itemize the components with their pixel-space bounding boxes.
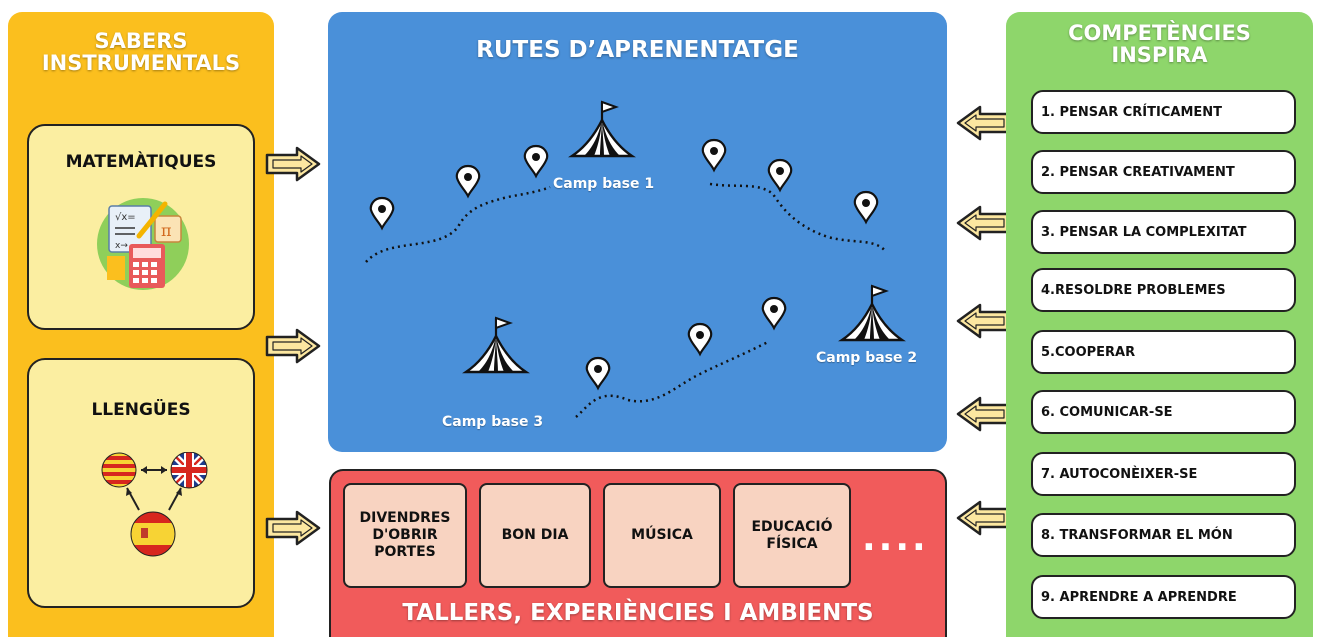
svg-text:x→: x→ <box>115 241 128 251</box>
language-flags-icon <box>101 452 208 557</box>
arrow-right-icon <box>265 510 321 546</box>
arrow-left-icon <box>956 396 1012 432</box>
competence-item: 3. PENSAR LA COMPLEXITAT <box>1031 210 1296 254</box>
camp-tent-icon <box>570 100 634 158</box>
map-pin-icon <box>761 296 787 330</box>
camp-label-3: Camp base 3 <box>442 414 544 430</box>
title-line-1: SABERS <box>94 29 188 53</box>
trail-path <box>365 185 551 263</box>
routes-map <box>365 100 904 418</box>
competence-item: 1. PENSAR CRÍTICAMENT <box>1031 90 1296 134</box>
competence-item: 7. AUTOCONÈIXER-SE <box>1031 452 1296 496</box>
math-box: MATEMÀTIQUES √x= x→ π <box>27 124 255 330</box>
instrumental-knowledge-title: SABERS INSTRUMENTALS <box>8 30 274 74</box>
workshop-label: PORTES <box>374 543 436 560</box>
competence-item: 5.COOPERAR <box>1031 330 1296 374</box>
competence-item: 4.RESOLDRE PROBLEMES <box>1031 268 1296 312</box>
workshops-panel: DIVENDRES D'OBRIR PORTES BON DIA MÚSICA … <box>329 469 947 637</box>
workshop-label: BON DIA <box>501 527 569 544</box>
competences-title: COMPETÈNCIES INSPIRA <box>1006 22 1313 66</box>
languages-label: LLENGÜES <box>91 400 191 420</box>
workshop-label: EDUCACIÓ <box>751 518 833 535</box>
map-pin-icon <box>853 190 879 224</box>
arrow-left-icon <box>956 205 1012 241</box>
workshop-label: FÍSICA <box>766 535 818 552</box>
map-pin-icon <box>523 144 549 178</box>
arrow-left-icon <box>956 303 1012 339</box>
competence-item: 9. APRENDRE A APRENDRE <box>1031 575 1296 619</box>
map-pin-icon <box>585 356 611 390</box>
camp-tent-icon <box>840 284 904 342</box>
math-label: MATEMÀTIQUES <box>65 152 217 172</box>
competence-item: 6. COMUNICAR-SE <box>1031 390 1296 434</box>
map-pin-icon <box>369 196 395 230</box>
competences-panel: COMPETÈNCIES INSPIRA 1. PENSAR CRÍTICAME… <box>1006 12 1313 637</box>
workshop-card: BON DIA <box>479 483 591 588</box>
camp-label-2: Camp base 2 <box>816 350 918 366</box>
map-pin-icon <box>687 322 713 356</box>
svg-text:π: π <box>161 221 172 240</box>
workshop-label: MÚSICA <box>631 527 693 544</box>
workshop-card: DIVENDRES D'OBRIR PORTES <box>343 483 467 588</box>
map-pin-icon <box>767 158 793 192</box>
camp-label-1: Camp base 1 <box>553 176 655 192</box>
workshop-label: D'OBRIR <box>372 527 438 544</box>
title-line-1: COMPETÈNCIES <box>1068 21 1251 45</box>
instrumental-knowledge-panel: SABERS INSTRUMENTALS MATEMÀTIQUES √x= x→… <box>8 12 274 637</box>
arrow-right-icon <box>265 328 321 364</box>
competence-item: 2. PENSAR CREATIVAMENT <box>1031 150 1296 194</box>
map-pin-icon <box>701 138 727 172</box>
workshop-label: DIVENDRES <box>359 510 451 527</box>
workshop-card: EDUCACIÓ FÍSICA <box>733 483 851 588</box>
svg-text:√x=: √x= <box>115 212 136 223</box>
competence-item: 8. TRANSFORMAR EL MÓN <box>1031 513 1296 557</box>
learning-routes-panel: RUTES D’APRENENTATGE Camp base 1 Camp ba… <box>328 12 947 452</box>
arrow-left-icon <box>956 105 1012 141</box>
languages-box: LLENGÜES <box>27 358 255 608</box>
routes-title: RUTES D’APRENENTATGE <box>476 37 799 63</box>
map-pin-icon <box>455 164 481 198</box>
arrow-right-icon <box>265 146 321 182</box>
arrow-left-icon <box>956 500 1012 536</box>
workshop-card: MÚSICA <box>603 483 721 588</box>
title-line-2: INSTRUMENTALS <box>41 51 241 76</box>
camp-tent-icon <box>464 316 528 374</box>
trail-path <box>709 182 888 253</box>
calculator-math-icon: √x= x→ π <box>97 198 189 290</box>
more-ellipsis: .... <box>862 518 929 559</box>
workshops-title: TALLERS, EXPERIÈNCIES I AMBIENTS <box>402 600 874 626</box>
title-line-2: INSPIRA <box>1111 43 1208 68</box>
